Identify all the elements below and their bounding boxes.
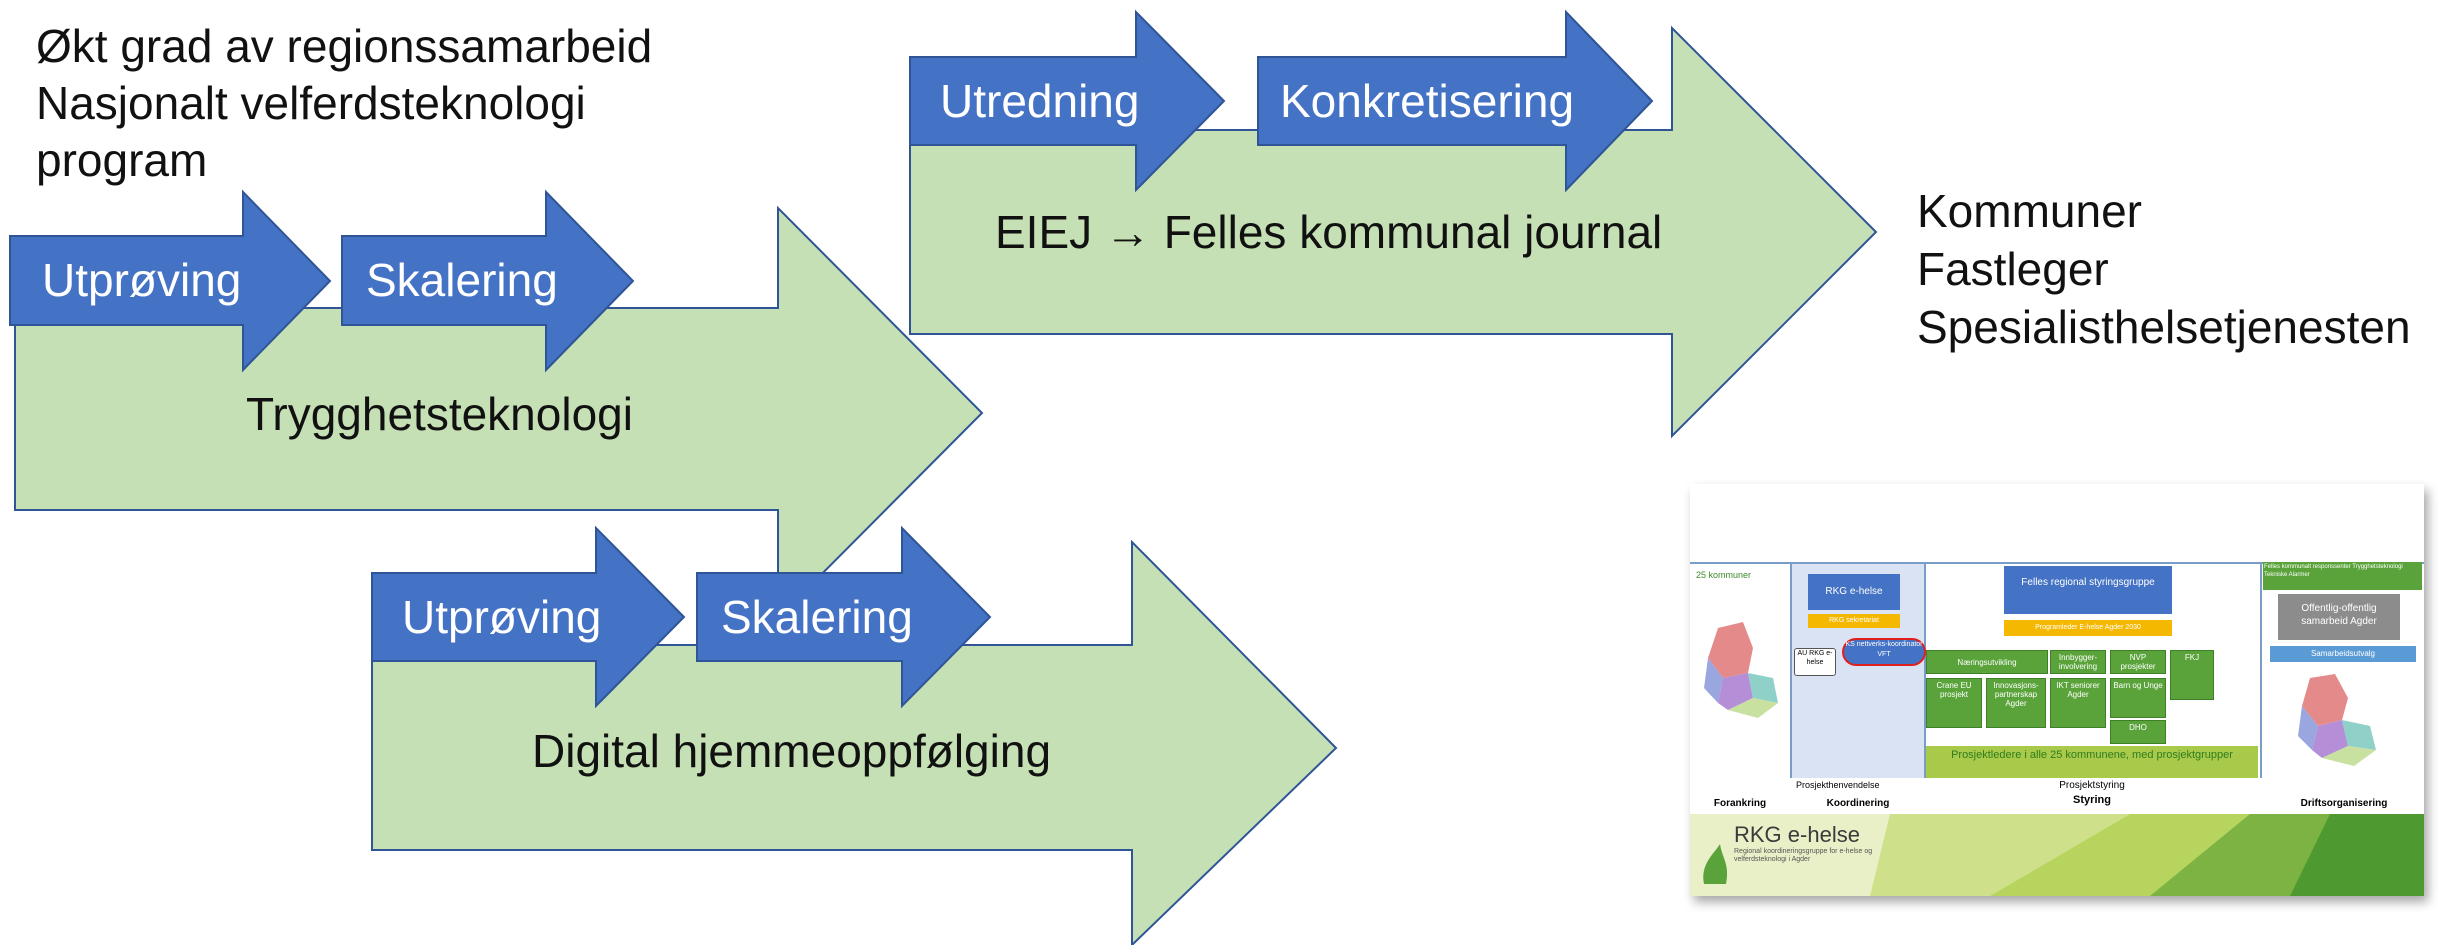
barn-unge-box: Barn og Unge xyxy=(2110,678,2166,718)
arrow-label-digital-hjemmeoppfolging: Digital hjemmeoppfølging xyxy=(532,725,1051,777)
offentlig-box: Offentlig-offentlig samarbeid Agder xyxy=(2278,594,2400,640)
styring-label: Styring xyxy=(2073,794,2111,806)
koordinering-label: Koordinering xyxy=(1826,798,1890,809)
agder-map-right xyxy=(2298,674,2376,766)
stage-label-utproving-2: Utprøving xyxy=(402,591,601,643)
stage-label-konkretisering: Konkretisering xyxy=(1280,75,1574,127)
ks-nettverk-box: KS nettverks-koordinator VFT xyxy=(1842,638,1926,666)
ikt-seniorer-box: IKT seniorer Agder xyxy=(2050,678,2106,728)
stakeholder-fastleger: Fastleger xyxy=(1917,243,2109,295)
innovasjon-box: Innovasjons-partnerskap Agder xyxy=(1986,678,2046,728)
samarbeidsutvalg-box: Samarbeidsutvalg xyxy=(2270,646,2416,662)
stage-arrow-utredning xyxy=(909,9,1226,193)
heading-line-2: Nasjonalt velferdsteknologi xyxy=(36,77,586,129)
prosjektstyring-label: Prosjektstyring xyxy=(2059,780,2125,791)
fkj-box: FKJ xyxy=(2170,650,2214,700)
stage-arrow-skalering-1 xyxy=(341,189,635,373)
stage-label-utproving-1: Utprøving xyxy=(42,254,241,306)
arrow-label-felles-journal: EIEJ → Felles kommunal journal xyxy=(995,206,1662,258)
prosjektledere-box: Prosjektledere i alle 25 kommunene, med … xyxy=(1926,746,2258,778)
stage-label-skalering-2: Skalering xyxy=(721,591,913,643)
crane-box: Crane EU prosjekt xyxy=(1926,678,1982,728)
kommuner-label: 25 kommuner xyxy=(1696,570,1752,580)
naeringsutvikling-box: Næringsutvikling xyxy=(1926,650,2048,674)
au-rkg-box: AU RKG e-helse xyxy=(1794,648,1836,676)
stakeholder-spesialisthelsetjenesten: Spesialisthelsetjenesten xyxy=(1917,301,2411,353)
prosjekthenvendelse-label: Prosjekthenvendelse xyxy=(1796,780,1880,790)
heading-line-3: program xyxy=(36,134,208,186)
big-arrow-digital-hjemmeoppfolging xyxy=(371,539,1338,945)
stage-label-skalering-1: Skalering xyxy=(366,254,558,306)
stage-arrow-utproving-1 xyxy=(9,189,332,373)
logo-subtitle: Regional koordineringsgruppe for e-helse… xyxy=(1734,848,1873,863)
stage-label-utredning: Utredning xyxy=(940,75,1139,127)
stakeholder-kommuner: Kommuner xyxy=(1917,185,2142,237)
programleder-box: Programleder E-helse Agder 2030 xyxy=(2004,620,2172,636)
driftsorganisering-label: Driftsorganisering xyxy=(2300,798,2388,809)
organisation-slide-thumbnail: 25 kommuner RKG e-helse RKG sekretariat … xyxy=(1690,484,2424,896)
innbygger-box: Innbygger-involvering xyxy=(2050,650,2106,674)
responssenter-box: Felles kommunalt responssenter Trygghets… xyxy=(2263,562,2422,590)
stage-arrow-utproving-2 xyxy=(371,525,686,709)
rkg-ehelse-box: RKG e-helse xyxy=(1808,574,1900,610)
nvp-box: NVP prosjekter xyxy=(2110,650,2166,674)
footer-band xyxy=(1690,814,2424,896)
rkg-sekretariat-box: RKG sekretariat xyxy=(1808,614,1900,628)
stage-arrow-skalering-2 xyxy=(696,525,992,709)
forankring-label: Forankring xyxy=(1713,798,1767,809)
dhg-box: DHO xyxy=(2110,720,2166,744)
agder-map-left xyxy=(1704,622,1778,718)
heading-line-1: Økt grad av regionssamarbeid xyxy=(36,20,653,72)
arrow-label-trygghetsteknologi: Trygghetsteknologi xyxy=(246,388,633,440)
logo-title: RKG e-helse xyxy=(1734,822,1860,847)
stage-arrow-konkretisering xyxy=(1257,9,1654,193)
felles-styringsgruppe-box: Felles regional styringsgruppe xyxy=(2004,566,2172,614)
